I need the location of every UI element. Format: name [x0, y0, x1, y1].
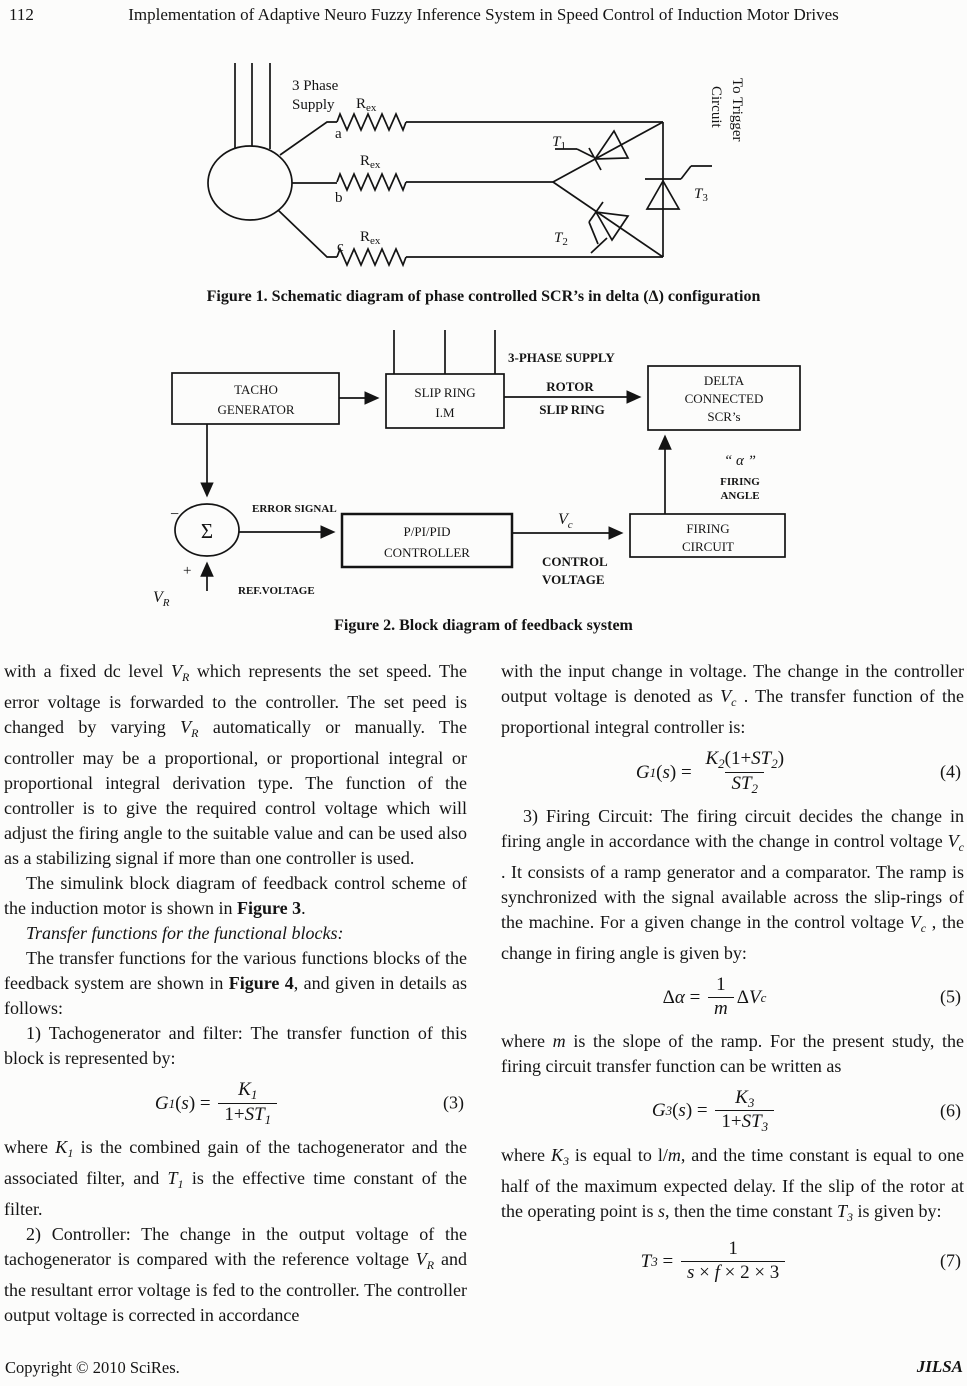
- vc-label: Vc: [558, 511, 573, 531]
- svg-text:Circuit: Circuit: [708, 86, 724, 128]
- firing-line2: CIRCUIT: [682, 539, 734, 554]
- svg-text:To Trigger: To Trigger: [729, 78, 745, 142]
- resistor-a: [336, 111, 407, 133]
- controller-box: [340, 512, 514, 569]
- paragraph: 1) Tachogenerator and filter: The transf…: [4, 1023, 467, 1068]
- supply-stub-lines: [393, 330, 496, 374]
- paragraph: The simulink block diagram of feedback c…: [4, 873, 467, 918]
- paragraph: with a fixed dc level VR which represent…: [4, 661, 467, 868]
- paragraph: 2) Controller: The change in the output …: [4, 1224, 467, 1326]
- tacho-line1: TACHO: [234, 382, 278, 397]
- alpha-label: “ α ”: [724, 453, 756, 469]
- thyristor-t2: [588, 201, 630, 254]
- paragraph: where m is the slope of the ramp. For th…: [501, 1030, 964, 1076]
- paragraph: 3) Firing Circuit: The firing circuit de…: [501, 806, 964, 964]
- tacho-line2: GENERATOR: [217, 402, 294, 417]
- t1-label: T1: [552, 134, 566, 152]
- error-signal-label: ERROR SIGNAL: [252, 503, 337, 515]
- figure1-caption: Figure 1. Schematic diagram of phase con…: [206, 288, 761, 305]
- journal-abbreviation: JILSA: [916, 1357, 963, 1376]
- resistor-c: [336, 246, 407, 268]
- firing-circuit-box: [629, 513, 786, 558]
- slipring-line1: SLIP RING: [414, 385, 475, 400]
- diag-t1: [552, 121, 664, 183]
- phase-c-wire: [277, 209, 337, 258]
- resistor-b: [336, 171, 407, 193]
- thyristor-t3: [645, 165, 712, 210]
- three-phase-supply-label: 3-PHASE SUPPLY: [508, 350, 615, 365]
- resistor-c-label: Rex: [360, 229, 381, 247]
- supply-lines: [234, 63, 271, 149]
- paragraph: where K3 is equal to l/m, and the time c…: [501, 1144, 964, 1224]
- resistor-b-label: Rex: [360, 153, 381, 171]
- figure1-schematic: 3 Phase Supply a Rex b Rex c Rex T: [207, 63, 745, 268]
- thyristor-t1: [555, 129, 630, 171]
- trigger-circuit-label: To Trigger Circuit: [708, 78, 745, 142]
- right-column: with the input change in voltage. The ch…: [501, 659, 964, 1293]
- controller-line1: P/PI/PID: [404, 524, 451, 539]
- paragraph: The transfer functions for the various f…: [4, 948, 467, 1018]
- rotor-label: ROTOR: [546, 379, 594, 394]
- firing-angle-line2: ANGLE: [720, 490, 759, 502]
- running-title: Implementation of Adaptive Neuro Fuzzy I…: [128, 5, 839, 24]
- delta-line1: DELTA: [704, 373, 745, 388]
- copyright-notice: Copyright © 2010 SciRes.: [5, 1358, 180, 1377]
- figure2-block-diagram: TACHO GENERATOR SLIP RING I.M 3-PHASE SU…: [153, 330, 801, 609]
- control-voltage-line2: VOLTAGE: [542, 572, 605, 587]
- minus-sign: −: [170, 506, 179, 523]
- summing-junction: [174, 503, 240, 557]
- slip-ring-label: SLIP RING: [539, 402, 604, 417]
- supply-label-line2: Supply: [292, 97, 335, 113]
- slipring-line2: I.M: [435, 405, 455, 420]
- paragraph: Transfer functions for the functional bl…: [26, 923, 344, 943]
- diag-t2: [552, 181, 664, 258]
- supply-label-line1: 3 Phase: [292, 78, 339, 94]
- ref-voltage-label: REF.VOLTAGE: [238, 585, 315, 597]
- phase-c-label: c: [337, 239, 344, 255]
- t2-label: T2: [554, 230, 568, 248]
- firing-angle-line1: FIRING: [720, 476, 760, 488]
- figure2-caption: Figure 2. Block diagram of feedback syst…: [334, 617, 633, 634]
- delta-scr-box: [647, 365, 801, 431]
- delta-line3: SCR’s: [707, 409, 740, 424]
- t3-label: T3: [694, 186, 708, 204]
- paragraph: with the input change in voltage. The ch…: [501, 661, 964, 737]
- left-column: with a fixed dc level VR which represent…: [4, 659, 467, 1328]
- phase-a-wire: [279, 121, 337, 156]
- phase-b-label: b: [335, 190, 343, 206]
- vr-label: VR: [153, 589, 170, 609]
- paragraph: where K1 is the combined gain of the tac…: [4, 1137, 467, 1220]
- resistor-a-label: Rex: [356, 96, 377, 114]
- phase-a-label: a: [335, 126, 342, 142]
- plus-sign: +: [183, 563, 191, 579]
- page-number: 112: [9, 5, 34, 24]
- controller-line2: CONTROLLER: [384, 545, 470, 560]
- control-voltage-line1: CONTROL: [542, 554, 608, 569]
- sigma-symbol: Σ: [201, 519, 213, 543]
- motor-circle: [207, 145, 293, 221]
- firing-line1: FIRING: [686, 521, 729, 536]
- delta-line2: CONNECTED: [685, 391, 764, 406]
